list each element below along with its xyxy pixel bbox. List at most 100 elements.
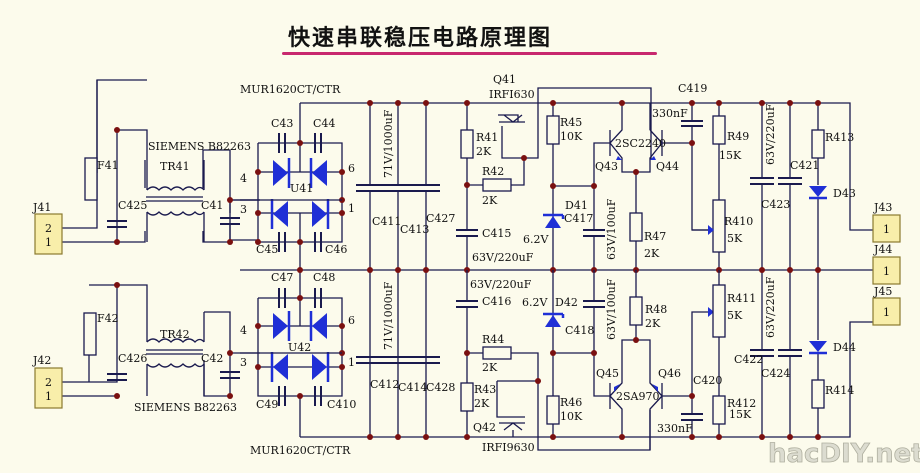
label-F41: F41 [97,159,119,172]
diode-icon [312,160,327,186]
label-R45-value: 10K [560,130,583,143]
resistor-R41 [460,129,474,159]
label-R43-value: 2K [474,397,490,410]
zener-icon [545,216,561,228]
watermark-logo: hacDIY.net [768,439,920,469]
label-D41-value: 6.2V [523,233,549,246]
label-C419-value: 330nF [652,107,688,120]
label-TR42: TR42 [160,328,190,341]
fuse-F42 [83,312,97,356]
label-U42: U42 [288,341,311,354]
regulator-upper [456,87,726,273]
label-D43: D43 [833,187,856,200]
fuse-F41 [84,157,98,201]
label-C413: C413 [400,223,429,236]
label-C412: C412 [370,378,399,391]
label-J43: J43 [873,201,892,214]
label-C420-value: 330nF [657,422,693,435]
label-R44-value: 2K [482,361,498,374]
label-R44: R44 [482,333,504,346]
resistor-R49 [712,115,726,145]
component-labels: J41 2 1 F41 C425 C41 SIEMENS B82263 TR41… [32,73,920,469]
label-R413: R413 [825,131,854,144]
label-2SC2240: 2SC2240 [615,137,666,150]
label-cap71-top: 71V/1000uF [382,109,395,178]
transistor-arrow-icon [652,384,658,392]
bottom-rail [300,321,878,438]
label-IRFI630: IRFI630 [489,88,535,101]
label-R49-value: 15K [719,149,742,162]
label-C49: C49 [256,398,278,411]
bridge-U41 [240,103,345,270]
label-R412: R412 [727,397,756,410]
label-C41: C41 [201,199,223,212]
label-C410: C410 [327,398,356,411]
label-R41-value: 2K [476,145,492,158]
label-Q41: Q41 [493,73,516,86]
label-J42-pin1: 1 [45,390,52,403]
label-cap63-220-out-top: 63V/220uF [764,103,777,165]
label-R41: R41 [476,131,498,144]
label-C418: C418 [565,324,594,337]
label-J44-pin: 1 [883,265,890,278]
connector-J42 [34,367,63,409]
resistor-R47 [629,212,643,242]
label-J45-pin: 1 [883,306,890,319]
connector-J41 [34,213,63,255]
label-R42: R42 [482,165,504,178]
label-pin-1: 1 [348,202,355,215]
label-R47-value: 2K [644,247,660,260]
label-C48: C48 [313,271,335,284]
resistor-R413 [811,129,825,159]
label-pin-4b: 4 [240,324,247,337]
label-C46: C46 [325,243,347,256]
led-icon [809,186,827,197]
label-R48: R48 [645,303,667,316]
label-C416: C416 [482,295,511,308]
wiper-arrow-icon [708,225,714,235]
label-R411: R411 [727,292,756,305]
label-pin-1b: 1 [348,356,355,369]
label-Q44: Q44 [656,160,679,173]
resistor-R44 [482,346,512,360]
potentiometer-R410 [712,199,726,253]
label-F42: F42 [97,312,119,325]
connector-J44 [872,256,901,285]
label-C47: C47 [271,271,293,284]
transistor-arrow-icon [614,384,620,392]
label-C424: C424 [761,367,790,380]
label-R47: R47 [644,230,666,243]
label-J44: J44 [873,243,892,256]
label-C428: C428 [426,381,455,394]
label-D42-value: 6.2V [522,296,548,309]
input-filter-upper [34,79,260,255]
label-C411: C411 [372,215,401,228]
diode-icon [312,313,327,339]
label-2SA970: 2SA970 [616,390,659,403]
label-R46: R46 [560,396,582,409]
transistor-arrow-icon [650,156,656,160]
label-R412-value: 15K [729,408,752,421]
resistor-R43 [460,382,474,412]
label-C45: C45 [256,243,278,256]
label-C414: C414 [398,381,427,394]
zener-icon [545,315,561,327]
label-J41-pin1: 1 [45,236,52,249]
led-icon [809,341,827,352]
label-cap63-100-top: 63V/100uF [605,198,618,260]
label-C43: C43 [271,117,293,130]
label-R414: R414 [825,384,854,397]
diode-icon [273,354,288,380]
regulator-lower [456,270,726,451]
label-C426: C426 [118,352,147,365]
label-C423: C423 [761,198,790,211]
label-J41: J41 [32,201,51,214]
label-C420: C420 [693,374,722,387]
label-J41-pin2: 2 [45,222,52,235]
label-D44: D44 [833,341,856,354]
rails [240,102,878,438]
label-R410-value: 5K [727,232,743,245]
label-pin-3b: 3 [240,356,247,369]
